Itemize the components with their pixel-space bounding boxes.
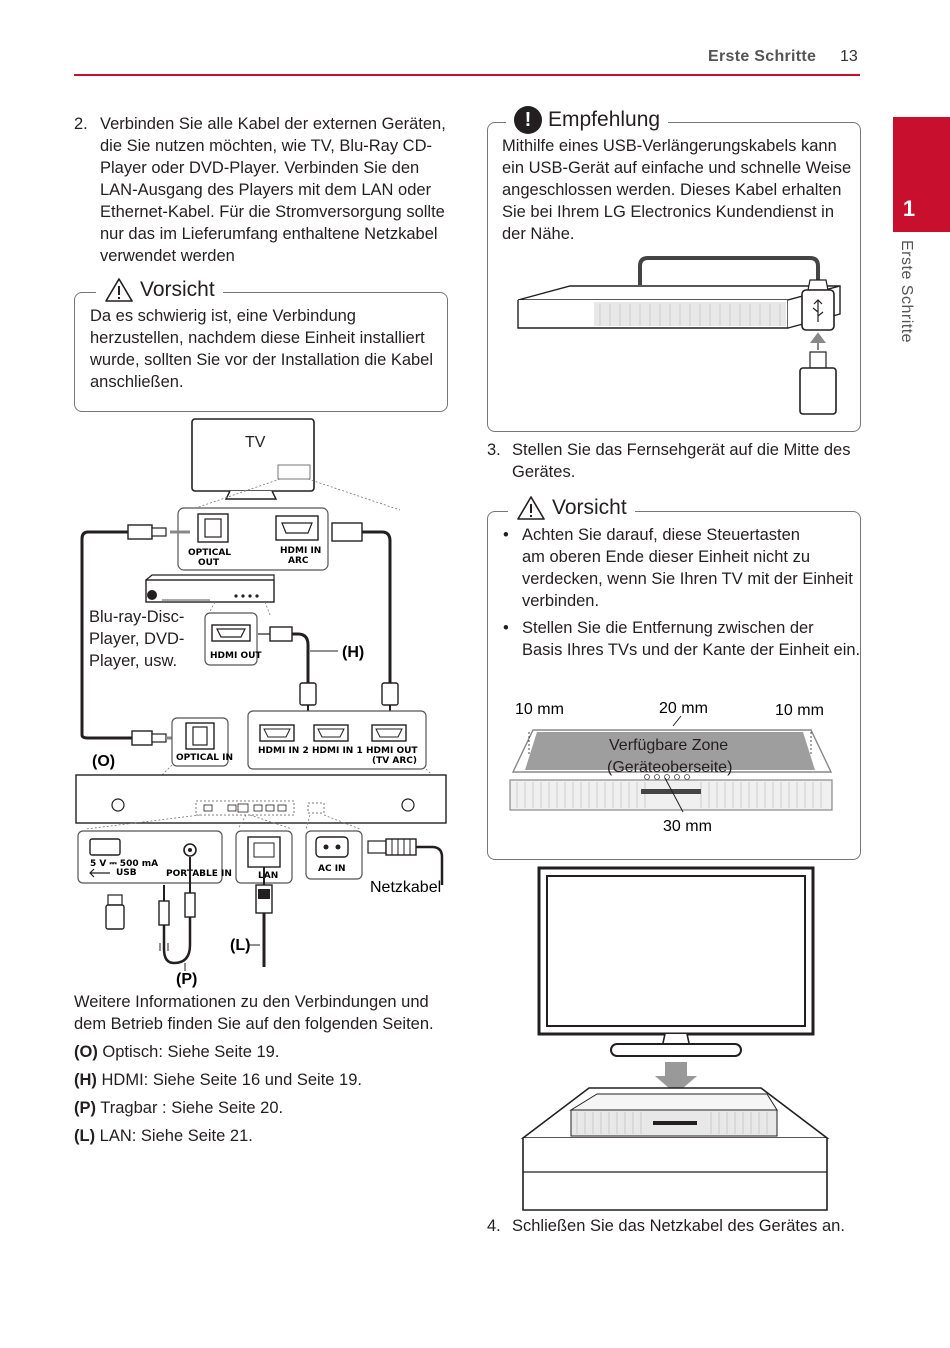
svg-text:HDMI OUT: HDMI OUT xyxy=(366,746,418,756)
chapter-number: 1 xyxy=(902,196,916,221)
header-rule xyxy=(74,74,860,76)
recommendation-text: Mithilfe eines USB-Verlängerungskabels k… xyxy=(502,137,852,243)
bullet-dot: • xyxy=(503,526,509,544)
tv-on-soundbar-illustration xyxy=(520,866,830,1211)
svg-text:(TV ARC): (TV ARC) xyxy=(372,756,417,766)
step3-number: 3. xyxy=(487,441,501,459)
info-text: Weitere Informationen zu den Verbindunge… xyxy=(74,993,434,1033)
svg-text:HDMI OUT: HDMI OUT xyxy=(210,651,262,661)
svg-text:Verfügbare Zone: Verfügbare Zone xyxy=(609,737,728,754)
connection-diagram: TV OPTICAL OUT HDMI IN ARC HDMI OUT (H) … xyxy=(75,418,447,988)
ref-lan: (L) LAN: Siehe Seite 21. xyxy=(74,1127,253,1145)
svg-text:HDMI IN: HDMI IN xyxy=(280,546,321,556)
svg-text:OUT: OUT xyxy=(198,558,220,568)
optical-cable xyxy=(80,530,130,735)
step4-number: 4. xyxy=(487,1217,501,1235)
tv-optical-port xyxy=(197,513,229,543)
svg-text:HDMI IN 2: HDMI IN 2 xyxy=(258,746,309,756)
tv-screen xyxy=(191,418,315,492)
svg-text:(H): (H) xyxy=(342,644,364,661)
tv-stand xyxy=(224,490,278,500)
svg-text:PORTABLE IN: PORTABLE IN xyxy=(166,869,232,879)
caution-box-left xyxy=(74,292,448,412)
chapter-label: Erste Schritte xyxy=(898,240,915,344)
warning-icon xyxy=(105,278,133,302)
step2-text: Verbinden Sie alle Kabel der externen Ge… xyxy=(100,115,446,265)
svg-text:20 mm: 20 mm xyxy=(659,700,708,717)
svg-text:HDMI IN 1: HDMI IN 1 xyxy=(312,746,363,756)
svg-text:30 mm: 30 mm xyxy=(663,818,712,835)
tv-hdmi-arc-port xyxy=(275,515,319,541)
section-title: Erste Schritte xyxy=(708,48,817,65)
step3-text: Stellen Sie das Fernsehgerät auf die Mit… xyxy=(512,441,851,481)
ref-portable: (P) Tragbar : Siehe Seite 20. xyxy=(74,1099,284,1117)
recommendation-heading: ! Empfehlung xyxy=(506,106,669,134)
soundbar-top xyxy=(517,285,841,301)
svg-text:ARC: ARC xyxy=(288,556,309,566)
available-zone xyxy=(525,732,815,770)
ref-optical: (O) Optisch: Siehe Seite 19. xyxy=(74,1043,280,1061)
caution-heading-left: Vorsicht xyxy=(96,277,223,303)
usb-extension-cable xyxy=(638,256,820,285)
svg-text:AC IN: AC IN xyxy=(318,864,346,874)
recommendation-title: Empfehlung xyxy=(548,108,661,131)
bluray-player xyxy=(145,579,275,603)
tv-label: TV xyxy=(245,434,266,451)
tv-inner-screen xyxy=(546,875,806,1027)
step4-text: Schließen Sie das Netzkabel des Gerätes … xyxy=(512,1217,845,1235)
netzkabel-label: Netzkabel xyxy=(370,879,441,896)
player-label: Blu-ray-Disc-Player, DVD-Player, usw. xyxy=(89,608,185,670)
svg-text:(P): (P) xyxy=(176,971,197,988)
svg-text:5 V ⎓ 500 mA: 5 V ⎓ 500 mA xyxy=(90,859,158,869)
step2-number: 2. xyxy=(74,115,88,133)
exclamation-icon: ! xyxy=(514,106,542,134)
svg-text:OPTICAL: OPTICAL xyxy=(188,548,231,558)
usb-extension-illustration xyxy=(517,256,841,415)
power-cable xyxy=(416,845,444,885)
svg-text:LAN: LAN xyxy=(258,871,278,881)
svg-text:OPTICAL IN: OPTICAL IN xyxy=(176,753,233,763)
caution-heading-right: Vorsicht xyxy=(508,495,635,521)
hdmi-arc-cable xyxy=(360,530,392,683)
bullet-dot: • xyxy=(503,619,509,637)
svg-text:10 mm: 10 mm xyxy=(775,702,824,719)
available-zone-diagram: 10 mm 20 mm 10 mm Verfügbare Zone (Gerät… xyxy=(509,700,833,835)
caution-title-left: Vorsicht xyxy=(140,278,215,301)
svg-text:(O): (O) xyxy=(92,753,115,770)
svg-text:(Geräteoberseite): (Geräteoberseite) xyxy=(607,759,732,776)
caution-title-right: Vorsicht xyxy=(552,496,627,519)
svg-text:(L): (L) xyxy=(230,937,250,954)
hdmi-player-cable xyxy=(292,632,310,683)
svg-text:USB: USB xyxy=(116,868,137,878)
portable-cable xyxy=(162,917,192,965)
recommendation-box xyxy=(487,122,861,432)
soundbar-rear xyxy=(75,774,447,824)
svg-text:10 mm: 10 mm xyxy=(515,701,564,718)
chapter-tab xyxy=(893,117,950,232)
down-arrow xyxy=(655,1062,697,1094)
warning-icon xyxy=(517,496,545,520)
ref-hdmi: (H) HDMI: Siehe Seite 16 und Seite 19. xyxy=(74,1071,362,1089)
page-number: 13 xyxy=(840,48,858,65)
